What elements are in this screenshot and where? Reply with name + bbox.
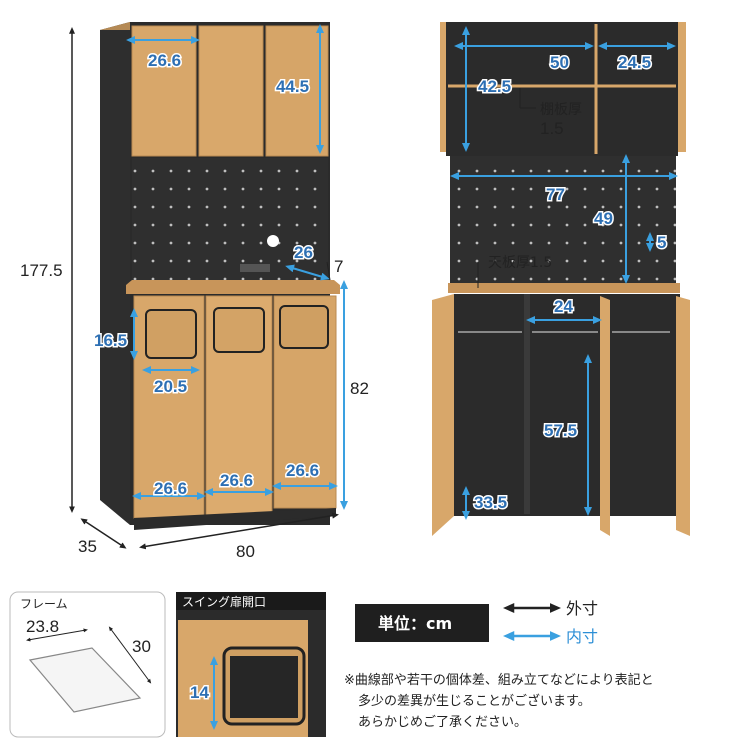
swing-opening-left [145,309,197,359]
inner-counter-top [448,283,680,293]
inner-upper-door-left-edge [440,22,446,152]
frame-panel: フレーム 23.8 30 [9,591,166,738]
lower-door-width-text-1: 26.6 [154,479,187,498]
upper-height-text: 42.5 [478,77,511,96]
note-line-3: あらかじめご了承ください。 [358,714,527,730]
swing-opening-right [279,305,329,349]
bottom-height-text: 33.5 [474,493,507,512]
shelf-gap-text: 7 [334,257,343,276]
inner-view-dimensions: 50 24.5 42.5 棚板厚 1.5 77 49 5 天板厚1.5 24 5… [450,26,678,520]
disclaimer-note: ※曲線部や若干の個体差、組み立てなどにより表記と 多少の差異が生じることがござい… [344,672,654,730]
lower-door-width-text-3: 26.6 [286,461,319,480]
inner-upper-door-right-edge [678,22,686,152]
frame-depth-text: 30 [132,637,151,656]
lower-door-width-text-2: 26.6 [220,471,253,490]
inner-lower-body [454,294,680,516]
front-view-cabinet [100,22,340,530]
width-line [139,512,339,550]
top-board-label: 天板厚1.5 [488,255,552,271]
shelf-thickness-label: 棚板厚 [540,102,582,118]
outer-legend-label: 外寸 [566,599,598,618]
unit-badge [355,604,489,642]
shelf-depth-text: 26 [294,243,313,262]
middle-pegboard [132,158,328,286]
counter-top [126,280,340,294]
cabinet-side-panel [100,22,130,525]
upper-door-width-text: 26.6 [148,51,181,70]
frame-depth-line [108,626,152,684]
depth-line [80,518,127,549]
swing-panel-title: スイング扉開口 [182,595,266,609]
opening-height-text: 16.5 [94,331,127,350]
note-line-1: ※曲線部や若干の個体差、組み立てなどにより表記と [344,672,654,688]
shelf-depth-line [285,264,330,281]
frame-width-line [26,628,88,642]
shelf-gap-tick [326,261,331,281]
note-line-2: 多少の差異が生じることがございます。 [358,693,591,709]
legend: 単位：cm 外寸 内寸 [355,599,598,646]
upper-left-width-text: 50 [550,53,569,72]
shelf-thickness-value: 1.5 [540,119,564,138]
upper-door-center [198,25,264,157]
inner-lower-divider-1 [524,294,530,514]
lower-compartment-width-text: 24 [554,297,573,316]
frame-width-text: 23.8 [26,617,59,636]
middle-width-text: 77 [546,185,565,204]
frame-panel-title: フレーム [20,597,68,611]
height-total-text: 177.5 [20,261,63,280]
upper-door-height-text: 44.5 [276,77,309,96]
frame-shape [28,647,142,713]
inner-lower-door-middle [600,296,610,536]
middle-depth-text: 5 [657,233,666,252]
swing-panel: スイング扉開口 14 [176,592,326,737]
cable-hole [267,235,279,247]
swing-height-text: 14 [190,683,209,702]
inner-lower-door-right [676,296,690,536]
power-outlet [240,264,270,272]
front-view-dimensions: 177.5 35 80 26.6 44.5 26 7 82 16.5 20.5 … [20,24,369,561]
lower-compartment-height-text: 57.5 [544,421,577,440]
inner-legend-label: 内寸 [566,627,598,646]
inner-lower-door-left [432,294,454,536]
opening-width-text: 20.5 [154,377,187,396]
inner-view-cabinet [432,22,690,536]
swing-panel-opening-inner [230,656,298,718]
unit-label: 単位：cm [378,614,452,633]
upper-door-left [131,25,197,157]
swing-opening-center [213,307,265,353]
depth-text: 35 [78,537,97,556]
lower-height-text: 82 [350,379,369,398]
middle-height-text: 49 [594,209,613,228]
width-text: 80 [236,542,255,561]
upper-right-width-text: 24.5 [618,53,651,72]
